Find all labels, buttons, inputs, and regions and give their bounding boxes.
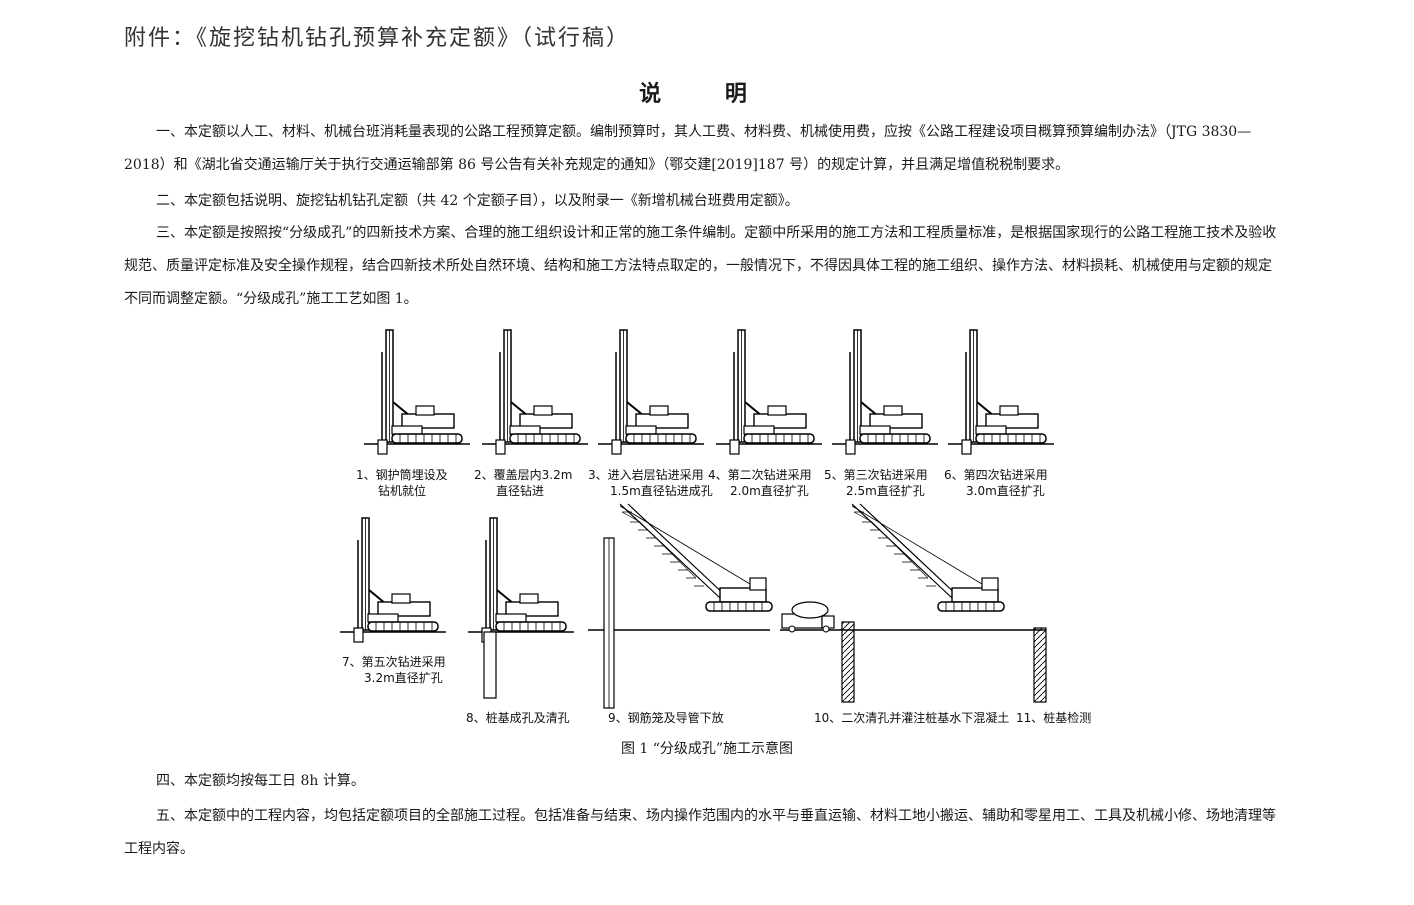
step-2-label-b: 直径钻进 (496, 483, 544, 498)
paragraph-2: 二、本定额包括说明、旋挖钻机钻孔定额（共 42 个定额子目），以及附录一《新增机… (156, 193, 799, 209)
step-6-label-a: 6、第四次钻进采用 (944, 467, 1048, 482)
step-5-rig-icon (831, 329, 939, 455)
step-10-label: 10、二次清孔并灌注桩基水下混凝土 (814, 710, 1009, 725)
attachment-title: 附件：《旋挖钻机钻孔预算补充定额》（试行稿） (124, 26, 631, 51)
step-8-label: 8、桩基成孔及清孔 (466, 710, 570, 725)
step-5-label-a: 5、第三次钻进采用 (824, 467, 928, 482)
step-4-label-b: 2.0m直径扩孔 (730, 484, 809, 498)
step-1-label-a: 1、钢护筒埋设及 (356, 467, 448, 482)
step-5-label-b: 2.5m直径扩孔 (846, 484, 925, 498)
step-8-rig-icon (467, 517, 575, 699)
step-9-crane-icon (603, 503, 773, 709)
step-11-pile-icon (1033, 627, 1047, 703)
paragraph-4: 四、本定额均按每工日 8h 计算。 (156, 773, 365, 789)
figure-caption: 图 1 “分级成孔”施工示意图 (620, 741, 794, 757)
paragraph-1: 一、本定额以人工、材料、机械台班消耗量表现的公路工程预算定额。编制预算时，其人工… (124, 124, 1252, 173)
concrete-truck-icon (781, 601, 835, 633)
paragraph-3: 三、本定额是按照按“分级成孔”的四新技术方案、合理的施工组织设计和正常的施工条件… (124, 225, 1277, 307)
step-3-label-a: 3、进入岩层钻进采用 (588, 467, 704, 482)
step-7-rig-icon (339, 517, 447, 643)
step-9-label: 9、钢筋笼及导管下放 (608, 710, 724, 725)
step-6-label-b: 3.0m直径扩孔 (966, 484, 1045, 498)
step-11-label: 11、桩基检测 (1016, 710, 1091, 725)
document-title: 说 明 (639, 81, 775, 107)
step-2-label-a: 2、覆盖层内3.2m (474, 468, 572, 482)
step-4-label-a: 4、第二次钻进采用 (708, 467, 812, 482)
step-7-label-a: 7、第五次钻进采用 (342, 654, 446, 669)
step-1-label-b: 钻机就位 (378, 483, 426, 498)
paragraph-5: 五、本定额中的工程内容，均包括定额项目的全部施工过程。包括准备与结束、场内操作范… (124, 808, 1276, 857)
step-2-rig-icon (481, 329, 589, 455)
step-1-rig-icon (363, 329, 471, 455)
step-3-rig-icon (597, 329, 705, 455)
step-10-crane-icon (841, 503, 1005, 703)
step-6-rig-icon (947, 329, 1055, 455)
step-3-label-b: 1.5m直径钻进成孔 (610, 483, 713, 498)
construction-process-figure: 1、钢护筒埋设及 钻机就位 2、覆盖层内3.2m 直径钻进 3、进入岩层钻进采用… (334, 322, 1094, 732)
step-7-label-b: 3.2m直径扩孔 (364, 671, 443, 685)
step-4-rig-icon (715, 329, 823, 455)
